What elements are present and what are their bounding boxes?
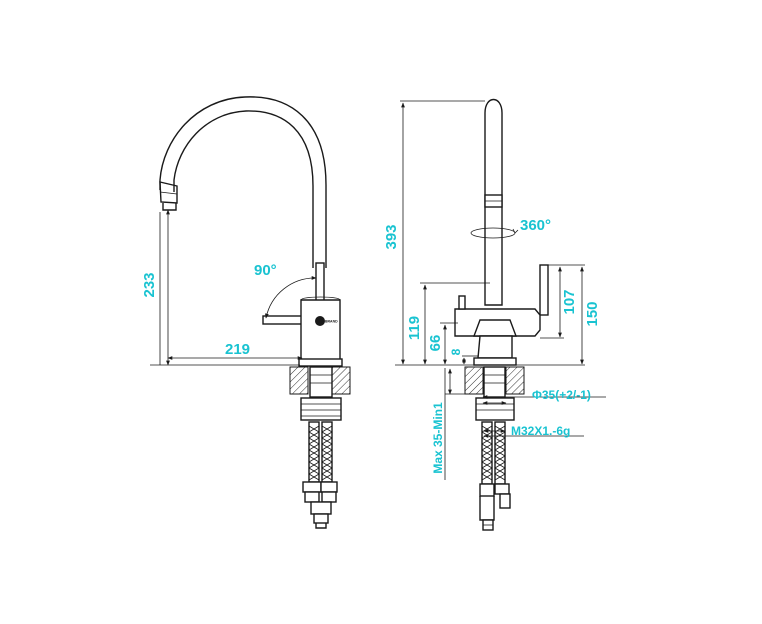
countertop-hatch-right-2 xyxy=(505,366,525,395)
right-front-view: 360° 393 119 66 8 107 150 Max 35-Min1 Φ3… xyxy=(383,98,606,531)
base-ring-front xyxy=(473,357,517,366)
spout-outline-outer xyxy=(159,96,327,268)
svg-text:BRAND: BRAND xyxy=(325,320,338,324)
faucet-body xyxy=(300,299,341,361)
dim-90-label: 90° xyxy=(254,262,277,279)
dim-8-label: 8 xyxy=(449,348,463,355)
dim-393-label: 393 xyxy=(383,224,400,249)
filter-handle xyxy=(539,264,549,316)
hole-diameter-label: Φ35(+2/-1) xyxy=(532,388,591,402)
spout-tip xyxy=(159,181,178,204)
brand-logo-badge xyxy=(315,316,325,326)
countertop-hatch-left-2 xyxy=(464,366,484,395)
dim-119-label: 119 xyxy=(406,316,423,340)
lever-base xyxy=(262,315,304,325)
thread-label: M32X1.-6g xyxy=(511,424,570,438)
spout-outline-inner xyxy=(173,110,314,268)
rotation-arc-90 xyxy=(264,275,317,319)
dim-107-label: 107 xyxy=(561,289,578,314)
dim-66-label: 66 xyxy=(427,335,444,352)
countertop-hatch-left xyxy=(289,366,309,395)
shank xyxy=(309,366,333,398)
dim-219-label: 219 xyxy=(225,341,250,358)
braided-hoses xyxy=(308,421,333,483)
base-ring xyxy=(298,358,343,367)
hose-fitting-right xyxy=(320,481,338,493)
spout-aerator xyxy=(162,203,177,211)
left-side-view: BRAND xyxy=(141,96,351,529)
countertop-thickness-label: Max 35-Min1 xyxy=(431,402,445,474)
fixing-nut xyxy=(300,397,342,421)
dim-360-label: 360° xyxy=(520,217,551,234)
dim-233-label: 233 xyxy=(141,272,158,297)
hose-fitting-left xyxy=(302,481,322,493)
countertop-hatch-right xyxy=(331,366,351,395)
dim-150-label: 150 xyxy=(584,301,601,326)
